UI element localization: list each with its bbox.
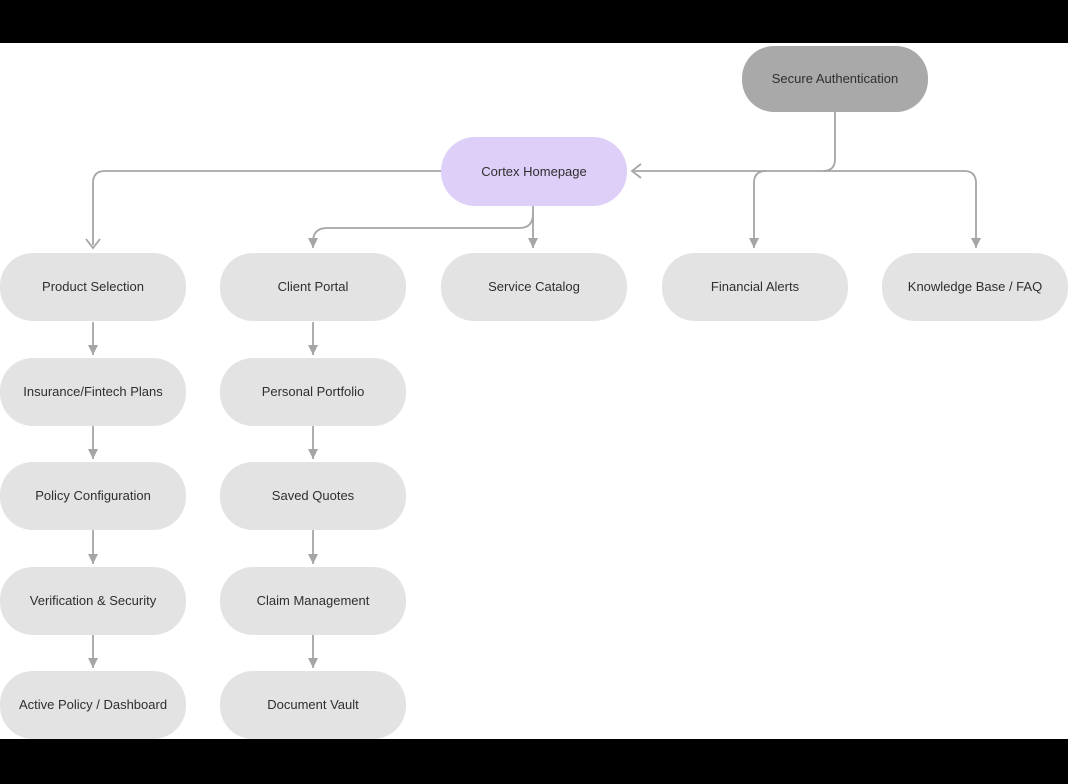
- node-secure-authentication[interactable]: Secure Authentication: [742, 46, 928, 112]
- node-product-selection[interactable]: Product Selection: [0, 253, 186, 321]
- edge-cortex-to-client-portal: [308, 213, 534, 248]
- edge-cortex-to-financial-alerts: [749, 170, 767, 248]
- node-knowledge-base-faq[interactable]: Knowledge Base / FAQ: [882, 253, 1068, 321]
- node-saved-quotes[interactable]: Saved Quotes: [220, 462, 406, 530]
- node-service-catalog[interactable]: Service Catalog: [441, 253, 627, 321]
- edge-secure-auth-to-cortex: [630, 112, 964, 179]
- node-policy-configuration[interactable]: Policy Configuration: [0, 462, 186, 530]
- node-document-vault[interactable]: Document Vault: [220, 671, 406, 739]
- edge-cortex-to-knowledge-base: [963, 170, 981, 248]
- letterbox-bottom: [0, 739, 1068, 784]
- node-claim-management[interactable]: Claim Management: [220, 567, 406, 635]
- node-personal-portfolio[interactable]: Personal Portfolio: [220, 358, 406, 426]
- node-insurance-fintech-plans[interactable]: Insurance/Fintech Plans: [0, 358, 186, 426]
- node-financial-alerts[interactable]: Financial Alerts: [662, 253, 848, 321]
- letterbox-top: [0, 0, 1068, 43]
- node-verification-security[interactable]: Verification & Security: [0, 567, 186, 635]
- node-active-policy-dashboard[interactable]: Active Policy / Dashboard: [0, 671, 186, 739]
- node-client-portal[interactable]: Client Portal: [220, 253, 406, 321]
- edge-cortex-to-product-selection: [85, 170, 441, 250]
- node-cortex-homepage[interactable]: Cortex Homepage: [441, 137, 627, 206]
